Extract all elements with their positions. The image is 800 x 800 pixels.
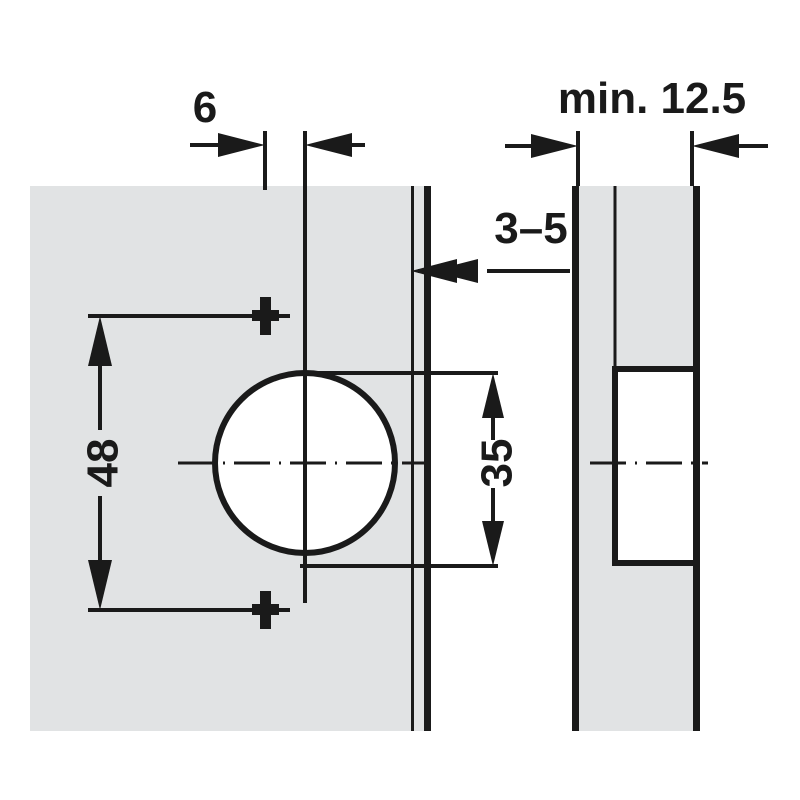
side-panel-left-edge bbox=[572, 186, 579, 731]
dimension-min-12-5-group: min. 12.5 bbox=[505, 74, 768, 190]
dim-6-left-arrowhead bbox=[218, 133, 265, 157]
center-mark-bottom bbox=[252, 591, 279, 629]
dimension-35-group: 35 bbox=[300, 371, 522, 568]
front-extension-lines-group bbox=[263, 131, 307, 603]
dim-35-label: 35 bbox=[473, 439, 522, 488]
dimension-6-group: 6 bbox=[190, 83, 365, 157]
side-panel-recess bbox=[612, 366, 700, 566]
dim-min-12-5-label: min. 12.5 bbox=[558, 74, 746, 123]
dim-48-label: 48 bbox=[79, 439, 128, 488]
dimension-48-group: 48 bbox=[79, 297, 290, 629]
dim-6-right-arrowhead bbox=[305, 133, 352, 157]
dim-35-up-arrowhead bbox=[482, 373, 504, 418]
front-panel-inner-line bbox=[411, 186, 414, 731]
dim-48-down-arrowhead bbox=[88, 560, 112, 610]
side-recess-left-wall bbox=[612, 366, 618, 566]
dim-3-5-right-arrowhead bbox=[431, 259, 478, 283]
dim-48-up-arrowhead bbox=[88, 316, 112, 366]
dim-3-5-label: 3–5 bbox=[494, 204, 567, 253]
side-view-group bbox=[572, 186, 708, 731]
dim-12-5-left-arrowhead bbox=[531, 134, 578, 158]
side-panel-right-edge bbox=[693, 186, 700, 731]
dim-6-label: 6 bbox=[193, 83, 217, 132]
dim-35-down-arrowhead bbox=[482, 521, 504, 566]
center-mark-top bbox=[252, 297, 279, 335]
side-recess-bottom-wall bbox=[612, 560, 697, 566]
dimension-3-5-group: 3–5 bbox=[411, 204, 570, 283]
front-panel-right-edge bbox=[424, 186, 431, 731]
dim-12-5-right-arrowhead bbox=[692, 134, 739, 158]
side-recess-top-wall bbox=[612, 366, 697, 372]
